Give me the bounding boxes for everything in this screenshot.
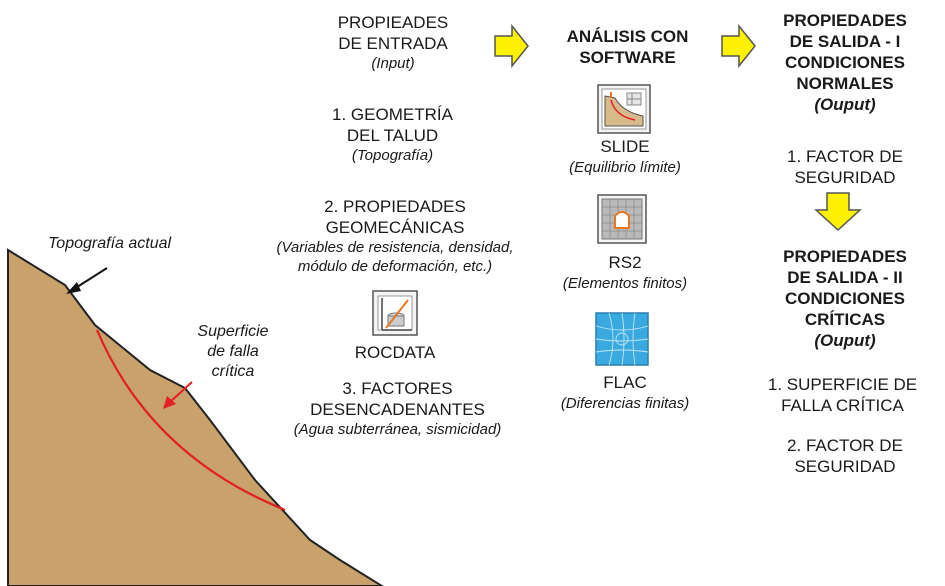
- input-geometry: 1. GEOMETRÍA DEL TALUD (Topografía): [300, 104, 485, 165]
- analysis-header: ANÁLISIS CON SOFTWARE: [540, 26, 715, 68]
- slope-cross-section: [7, 248, 384, 586]
- output2-line1: PROPIEDADES: [783, 247, 907, 266]
- flac-subtitle: (Diferencias finitas): [560, 395, 690, 412]
- rocdata-label: ROCDATA: [354, 343, 436, 362]
- input-subtitle: (Input): [371, 55, 415, 72]
- failure-surface-label: Superficie de falla crítica: [178, 322, 288, 382]
- output2-item1-line2: FALLA CRÍTICA: [781, 396, 904, 415]
- output1-item1-line1: 1. FACTOR DE: [787, 147, 903, 166]
- analysis-title-line2: SOFTWARE: [579, 48, 676, 67]
- slide-icon: [597, 84, 651, 139]
- triggers-subtitle: (Agua subterránea, sismicidad): [293, 421, 502, 438]
- input-title-line2: DE ENTRADA: [338, 34, 448, 53]
- output2-line4: CRÍTICAS: [804, 310, 886, 329]
- topo-pointer-arrowhead: [66, 282, 81, 294]
- rs2-label: RS2: [608, 253, 642, 272]
- output1-line3: CONDICIONES: [785, 53, 905, 72]
- input-title-line1: PROPIEADES: [337, 13, 449, 32]
- output2-line2: DE SALIDA - II: [787, 268, 903, 287]
- geomech-line2: GEOMECÁNICAS: [325, 218, 465, 237]
- failure-label-line1: Superficie: [197, 323, 269, 340]
- failure-label-line2: de falla: [207, 343, 259, 360]
- input-geomechanics: 2. PROPIEDADES GEOMECÁNICAS (Variables d…: [240, 196, 550, 276]
- topo-pointer-arrow: [73, 267, 108, 290]
- rocdata-icon: [372, 290, 418, 341]
- triggers-line2: DESENCADENANTES: [310, 400, 485, 419]
- geomech-sub1: (Variables de resistencia, densidad,: [276, 239, 514, 256]
- output2-subtitle: (Ouput): [814, 331, 876, 350]
- topography-label: Topografía actual: [48, 235, 172, 252]
- output2-item2-line1: 2. FACTOR DE: [787, 436, 903, 455]
- arrow-analysis-to-output: [721, 23, 756, 69]
- rs2-subtitle: (Elementos finitos): [562, 275, 688, 292]
- flac-icon: [595, 312, 649, 371]
- failure-pointer-arrow: [169, 381, 193, 403]
- arrow-output1-to-output2: [814, 192, 862, 232]
- output1-line2: DE SALIDA - I: [789, 32, 901, 51]
- rs2-icon: [597, 194, 647, 249]
- output1-line1: PROPIEDADES: [783, 11, 907, 30]
- output2-line3: CONDICIONES: [785, 289, 905, 308]
- input-triggers: 3. FACTORES DESENCADENANTES (Agua subter…: [255, 378, 540, 439]
- slide-subtitle: (Equilibrio límite): [569, 159, 681, 176]
- output1-item1-line2: SEGURIDAD: [794, 168, 896, 187]
- output1-subtitle: (Ouput): [814, 95, 876, 114]
- output1-item: 1. FACTOR DE SEGURIDAD: [760, 146, 930, 188]
- geomech-sub2: módulo de deformación, etc.): [297, 258, 493, 275]
- critical-failure-surface: [95, 329, 286, 512]
- output1-header: PROPIEDADES DE SALIDA - I CONDICIONES NO…: [760, 10, 930, 115]
- triggers-line1: 3. FACTORES: [342, 379, 453, 398]
- failure-label-line3: crítica: [211, 363, 255, 380]
- output2-item1: 1. SUPERFICIE DE FALLA CRÍTICA: [740, 374, 945, 416]
- output2-item1-line1: 1. SUPERFICIE DE: [767, 375, 918, 394]
- geometry-line1: 1. GEOMETRÍA: [332, 105, 453, 124]
- output2-item2: 2. FACTOR DE SEGURIDAD: [760, 435, 930, 477]
- geometry-line2: DEL TALUD: [346, 126, 439, 145]
- output2-item2-line2: SEGURIDAD: [794, 457, 896, 476]
- failure-pointer-arrowhead: [163, 396, 176, 409]
- input-header: PROPIEADES DE ENTRADA (Input): [318, 12, 468, 73]
- slide-label: SLIDE: [600, 137, 650, 156]
- output1-line4: NORMALES: [796, 74, 894, 93]
- output2-header: PROPIEDADES DE SALIDA - II CONDICIONES C…: [760, 246, 930, 351]
- analysis-title-line1: ANÁLISIS CON: [566, 27, 689, 46]
- flac-label: FLAC: [603, 373, 647, 392]
- geomech-line1: 2. PROPIEDADES: [324, 197, 466, 216]
- geometry-subtitle: (Topografía): [351, 147, 434, 164]
- arrow-input-to-analysis: [494, 23, 529, 69]
